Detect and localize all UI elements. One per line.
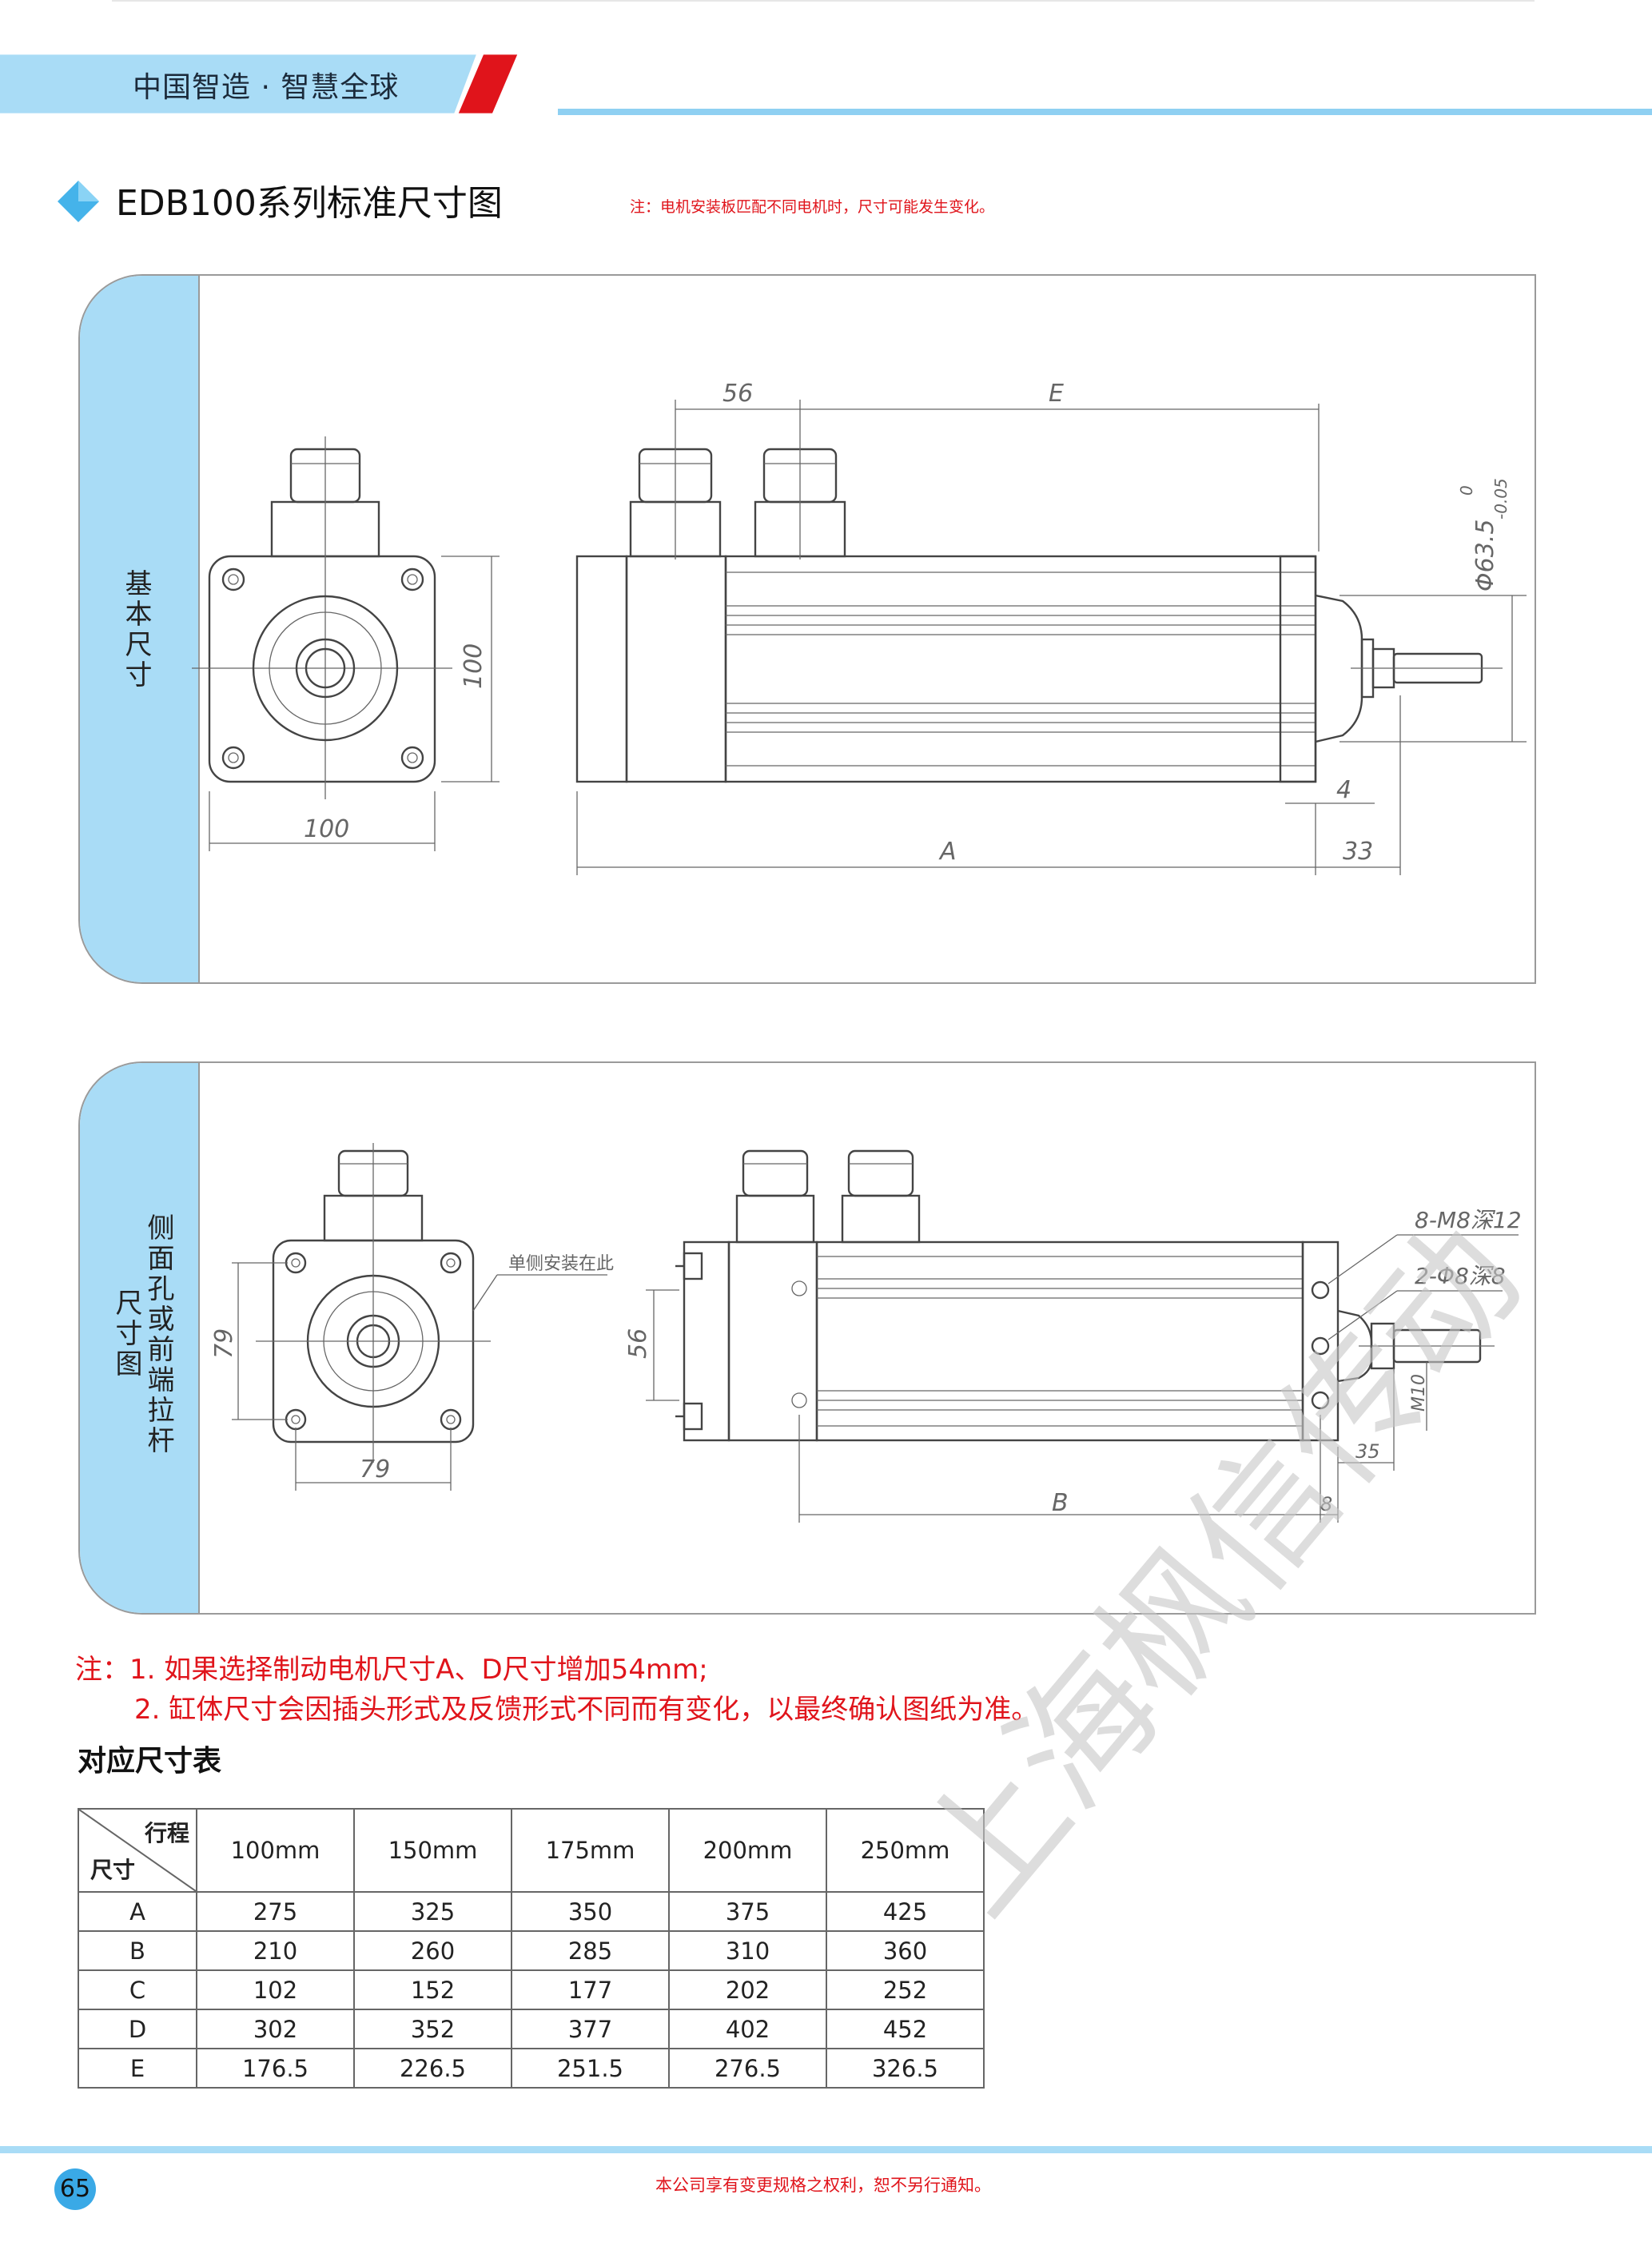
- callout-phi8-holes: 2-Φ8深8: [1415, 1263, 1506, 1289]
- dim-79-height: 79: [210, 1328, 238, 1359]
- notes-block: 注：1. 如果选择制动电机尺寸A、D尺寸增加54mm; 2. 缸体尺寸会因插头形…: [75, 1650, 1038, 1730]
- row-label: E: [78, 2048, 197, 2089]
- dim-phi: Φ63.5: [1471, 520, 1499, 591]
- table-cell: 202: [668, 1969, 827, 2010]
- page-number: 65: [59, 2175, 91, 2203]
- dim-E: E: [1049, 380, 1064, 408]
- row-label: A: [78, 1891, 197, 1932]
- table-cell: 176.5: [196, 2048, 355, 2089]
- basic-dimensions-panel: [78, 274, 1536, 984]
- dim-79-width: 79: [360, 1456, 390, 1483]
- table-cell: 152: [353, 1969, 512, 2010]
- dim-front-height: 100: [460, 643, 488, 689]
- table-header-row: 行程 尺寸 100mm 150mm 175mm 200mm 250mm: [78, 1808, 985, 1893]
- table-cell: 226.5: [353, 2048, 512, 2089]
- table-cell: 377: [511, 2009, 670, 2049]
- column-header: 250mm: [826, 1808, 985, 1893]
- dimension-labels: 79 79 56 B 8 35 M10 单侧安装在此 8-M8深12 2-Φ8深…: [210, 1207, 1522, 1517]
- callout-m8-holes: 8-M8深12: [1415, 1207, 1522, 1233]
- panel-label-side: 侧面孔或前端拉杆: [142, 1213, 174, 1456]
- table-cell: 102: [196, 1969, 355, 2010]
- dim-front-width: 100: [304, 815, 349, 843]
- front-view-drawing: [192, 436, 500, 851]
- dim-M10: M10: [1409, 1374, 1429, 1412]
- corner-size-label: 尺寸: [90, 1857, 136, 1883]
- table-cell: 402: [668, 2009, 827, 2049]
- table-cell: 210: [196, 1930, 355, 1971]
- footer-rule: [0, 2146, 1652, 2153]
- table-cell: 260: [353, 1930, 512, 1971]
- table-row: B 210 260 285 310 360: [78, 1930, 985, 1971]
- panel-tab: [80, 1063, 200, 1613]
- table-title: 对应尺寸表: [78, 1745, 222, 1778]
- page-title: EDB100系列标准尺寸图: [116, 183, 503, 224]
- column-header: 100mm: [196, 1808, 355, 1893]
- table-cell: 352: [353, 2009, 512, 2049]
- table-cell: 177: [511, 1969, 670, 2010]
- dim-4: 4: [1336, 776, 1351, 804]
- table-row: E 176.5 226.5 251.5 276.5 326.5: [78, 2048, 985, 2089]
- diamond-icon: [58, 181, 99, 222]
- front-view-drawing: [232, 1143, 607, 1491]
- table-row: D 302 352 377 402 452: [78, 2009, 985, 2049]
- banner-slogan: 中国智造 · 智慧全球: [133, 71, 400, 104]
- top-rule: [112, 0, 1535, 2]
- dimension-table: 行程 尺寸 100mm 150mm 175mm 200mm 250mm A 27…: [78, 1808, 985, 2089]
- dim-B: B: [1052, 1489, 1069, 1517]
- note-2: 2. 缸体尺寸会因插头形式及反馈形式不同而有变化，以最终确认图纸为准。: [134, 1694, 1039, 1726]
- table-row: C 102 152 177 202 252: [78, 1969, 985, 2010]
- table-cell: 302: [196, 2009, 355, 2049]
- corner-stroke-label: 行程: [144, 1820, 189, 1846]
- dim-8: 8: [1320, 1493, 1332, 1515]
- table-cell: 326.5: [826, 2048, 985, 2089]
- table-cell: 360: [826, 1930, 985, 1971]
- table-cell: 325: [353, 1891, 512, 1932]
- dim-tol-up: 0: [1457, 485, 1476, 496]
- note-1: 注：1. 如果选择制动电机尺寸A、D尺寸增加54mm;: [75, 1654, 708, 1686]
- table-cell: 425: [826, 1891, 985, 1932]
- dim-35: 35: [1355, 1440, 1380, 1463]
- banner-rule: [558, 109, 1652, 115]
- row-label: B: [78, 1930, 197, 1971]
- title-note: 注：电机安装板匹配不同电机时，尺寸可能发生变化。: [630, 198, 995, 216]
- row-label: D: [78, 2009, 197, 2049]
- panel-tab: [80, 276, 200, 982]
- callout-mount-side: 单侧安装在此: [508, 1254, 614, 1274]
- table-cell: 375: [668, 1891, 827, 1932]
- table-cell: 350: [511, 1891, 670, 1932]
- footer-disclaimer: 本公司享有变更规格之权利，恕不另行通知。: [655, 2176, 991, 2195]
- table-cell: 275: [196, 1891, 355, 1932]
- dim-A: A: [938, 838, 957, 866]
- table-row: A 275 325 350 375 425: [78, 1891, 985, 1932]
- side-holes-drawing: 79 79 56 B 8 35 M10 单侧安装在此 8-M8深12 2-Φ8深…: [210, 1143, 1522, 1523]
- basic-dimension-drawing: 100 100 56 E Φ63.5 0 -0.05 4 A 33: [192, 380, 1527, 875]
- table-cell: 252: [826, 1969, 985, 2010]
- panel-label-side-title: 尺寸图: [110, 1288, 142, 1380]
- dim-tol-dn: -0.05: [1491, 478, 1511, 520]
- header-banner: [0, 54, 518, 113]
- dimension-labels: 100 100 56 E Φ63.5 0 -0.05 4 A 33: [304, 380, 1511, 866]
- table-cell: 251.5: [511, 2048, 670, 2089]
- dim-33: 33: [1343, 838, 1373, 866]
- panel-label-basic: 基本尺寸: [120, 569, 152, 691]
- table-cell: 310: [668, 1930, 827, 1971]
- column-header: 200mm: [668, 1808, 827, 1893]
- table-cell: 285: [511, 1930, 670, 1971]
- table-corner-cell: 行程 尺寸: [78, 1808, 197, 1893]
- column-header: 150mm: [353, 1808, 512, 1893]
- column-header: 175mm: [511, 1808, 670, 1893]
- table-cell: 452: [826, 2009, 985, 2049]
- dim-56: 56: [624, 1328, 652, 1359]
- row-label: C: [78, 1969, 197, 2010]
- dim-connector-spacing: 56: [723, 380, 753, 408]
- page-number-badge: [54, 2168, 96, 2210]
- side-holes-panel: [78, 1061, 1536, 1615]
- side-view-drawing: [575, 400, 1527, 875]
- side-view-drawing: [646, 1149, 1519, 1523]
- table-cell: 276.5: [668, 2048, 827, 2089]
